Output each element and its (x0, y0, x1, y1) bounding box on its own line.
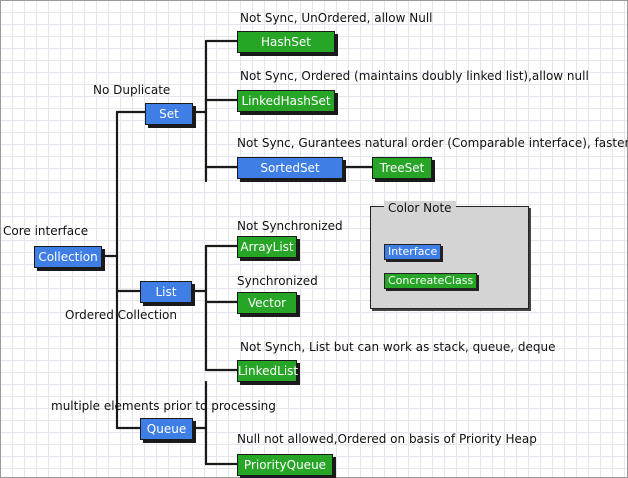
arraylist-node[interactable]: ArrayList (237, 236, 297, 258)
queue-node[interactable]: Queue (140, 418, 193, 440)
hashset-node[interactable]: HashSet (237, 31, 335, 53)
no-duplicate-label: No Duplicate (93, 83, 171, 97)
legend-concrete-class-chip: ConcreateClass (384, 273, 478, 289)
set-node[interactable]: Set (145, 103, 193, 125)
vector-node[interactable]: Vector (237, 292, 297, 314)
linkedhashset-note: Not Sync, Ordered (maintains doubly link… (240, 69, 589, 83)
hashset-note: Not Sync, UnOrdered, allow Null (240, 11, 433, 25)
arraylist-note: Not Synchronized (237, 219, 343, 233)
linkedlist-node[interactable]: LinkedList (237, 360, 298, 382)
multiple-elements-label: multiple elements prior to processing (51, 399, 276, 413)
legend-interface-chip: Interface (384, 244, 442, 260)
legend-title: Color Note (384, 201, 456, 215)
priorityqueue-node[interactable]: PriorityQueue (237, 454, 333, 476)
vector-note: Synchronized (237, 274, 318, 288)
linkedhashset-node[interactable]: LinkedHashSet (237, 90, 335, 112)
color-note-legend: Color Note Interface ConcreateClass (370, 201, 529, 309)
sortedset-note: Not Sync, Gurantees natural order (Compa… (237, 136, 628, 150)
treeset-node[interactable]: TreeSet (372, 157, 432, 179)
linkedlist-note: Not Synch, List but can work as stack, q… (240, 340, 556, 354)
core-interface-label: Core interface (3, 224, 89, 238)
collection-node[interactable]: Collection (34, 246, 102, 268)
priorityqueue-note: Null not allowed,Ordered on basis of Pri… (237, 432, 537, 446)
sortedset-node[interactable]: SortedSet (237, 157, 343, 179)
list-node[interactable]: List (140, 281, 192, 303)
ordered-collection-label: Ordered Collection (65, 308, 178, 322)
